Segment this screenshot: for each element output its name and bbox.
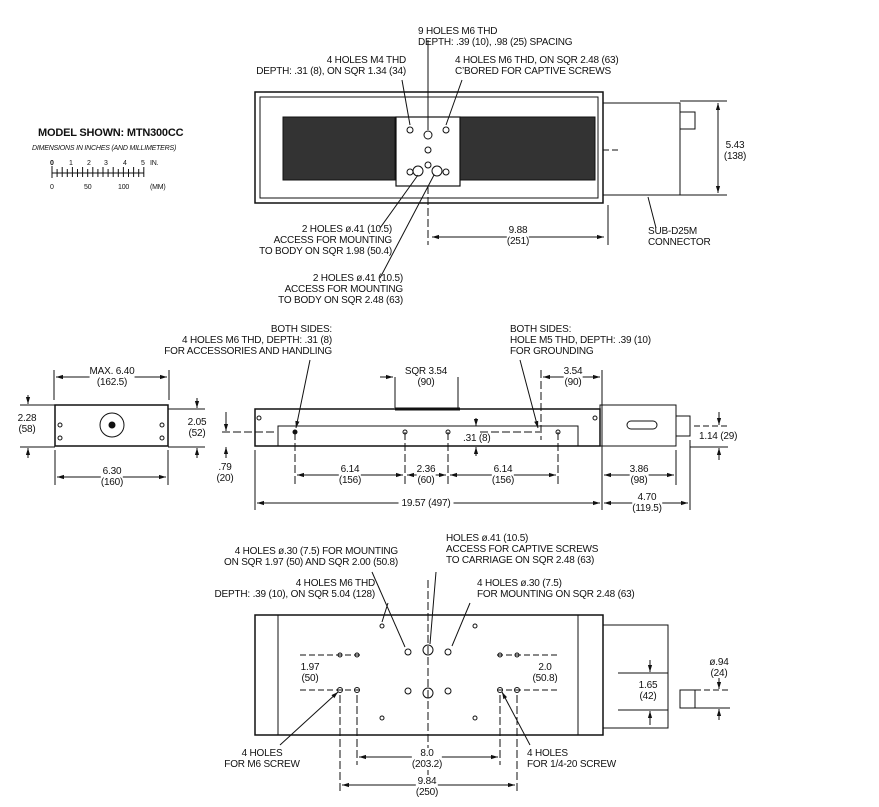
dim-984: 9.84(250) [415,776,439,798]
dim-031: .31 (8) [463,433,491,444]
callout-both-sides-m5: BOTH SIDES:HOLE M5 THD, DEPTH: .39 (10)F… [510,324,651,357]
dim-236: 2.36(60) [416,464,436,486]
dim-165: 1.65(42) [638,680,658,702]
dim-197: 1.97(50) [300,662,320,684]
dimensions-note: DIMENSIONS IN INCHES (AND MILLIMETERS) [32,145,177,152]
dim-614-right: 6.14(156) [491,464,515,486]
dim-079: .79(20) [216,462,234,484]
scale-label: 50 [84,184,92,191]
dim-width-630: 6.30(160) [100,466,124,488]
dim-094: ø.94(24) [709,657,729,679]
scale-label: 2 [87,160,91,167]
scale-bar [51,166,145,178]
scale-label: IN. [150,160,159,167]
scale-label: 0 [50,160,54,167]
callout-both-sides-m6: BOTH SIDES:4 HOLES M6 THD, DEPTH: .31 (8… [164,324,332,357]
callout-captive-holes: HOLES ø.41 (10.5)ACCESS FOR CAPTIVE SCRE… [446,533,599,566]
dim-center-top: 9.88(251) [506,225,530,247]
scale-label: 100 [118,184,130,191]
scale-label: 4 [123,160,127,167]
dim-470: 4.70(119.5) [632,492,662,514]
dim-height-228: 2.28(58) [17,413,37,435]
dim-max-width: MAX. 6.40(162.5) [89,366,135,388]
bottom-view [254,571,730,800]
callout-mount-248: 4 HOLES ø.30 (7.5)FOR MOUNTING ON SQR 2.… [477,578,635,600]
dim-614-left: 6.14(156) [338,464,362,486]
scale-label: 5 [141,160,145,167]
side-view [222,359,728,510]
dim-386: 3.86(98) [629,464,649,486]
callout-4-holes-m6-cbored: 4 HOLES M6 THD, ON SQR 2.48 (63)C’BORED … [455,55,619,77]
dim-114: 1.14 (29) [699,431,738,442]
dim-total-length: 19.57 (497) [398,498,454,509]
scale-label: 3 [104,160,108,167]
dim-354: 3.54(90) [563,366,583,388]
dim-width-top: 5.43(138) [723,140,747,162]
scale-label: (MM) [150,184,166,191]
top-view [254,40,727,279]
scale-label: 0 [50,184,54,191]
dim-20: 2.0(50.8) [532,662,558,684]
dim-80: 8.0(203.2) [411,748,443,770]
dim-height-205: 2.05(52) [187,417,207,439]
model-shown-label: MODEL SHOWN: MTN300CC [38,127,184,139]
scale-label: 1 [69,160,73,167]
dim-sqr: SQR 3.54(90) [404,366,448,388]
